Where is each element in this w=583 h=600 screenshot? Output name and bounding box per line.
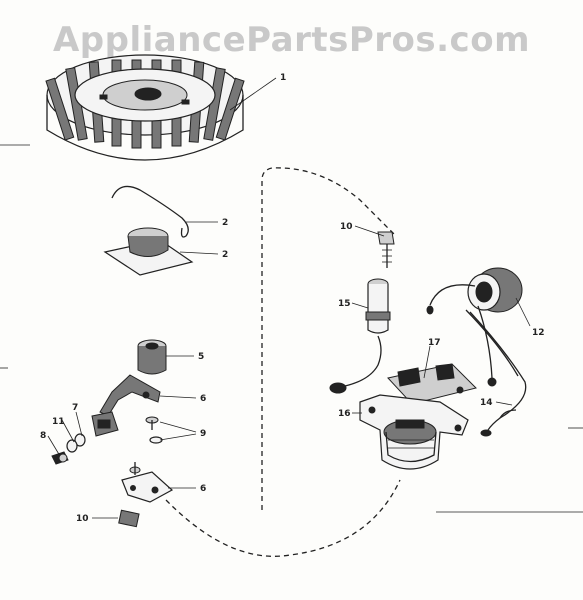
callout-17: 17 (428, 338, 441, 348)
callout-10-screw: 10 (340, 222, 353, 232)
ignition-coil-part (426, 267, 523, 387)
flywheel-part (45, 54, 245, 161)
callout-5: 5 (198, 352, 204, 362)
screw-part (51, 451, 69, 465)
callout-14: 14 (480, 398, 493, 408)
callout-labels: 1 2 2 5 6 6 7 8 9 10 10 11 12 14 15 16 1… (40, 73, 545, 524)
callout-11: 11 (52, 417, 65, 427)
coil-bracket-part (387, 363, 477, 405)
spring-clip-part (111, 185, 189, 238)
condenser-screw-part (377, 231, 395, 268)
assembly-boundary (165, 167, 401, 557)
callout-1: 1 (280, 73, 286, 83)
callout-9: 9 (200, 429, 206, 439)
leader-lines (47, 77, 531, 519)
callout-10-wick: 10 (76, 514, 89, 524)
callout-2-spring: 2 (222, 218, 228, 228)
callout-8: 8 (40, 431, 46, 441)
callout-2-cam: 2 (222, 250, 228, 260)
breaker-plate-part (121, 462, 174, 503)
callout-12: 12 (532, 328, 545, 338)
felt-wick-part (118, 509, 140, 528)
screws-part (145, 416, 163, 444)
watermark-text: AppliancePartsPros.com (52, 20, 530, 60)
callout-6-plate: 6 (200, 484, 206, 494)
contact-point-part (91, 411, 119, 437)
bushing-part (137, 339, 167, 375)
callout-7: 7 (72, 403, 78, 413)
callout-15: 15 (338, 299, 351, 309)
condenser-part (329, 278, 391, 394)
callout-16: 16 (338, 409, 351, 419)
leads-part (465, 309, 527, 437)
cam-hub-part (103, 227, 194, 276)
stator-base-part (359, 394, 469, 470)
washer-part (66, 433, 86, 453)
callout-6-arm: 6 (200, 394, 206, 404)
breaker-arm-part (99, 374, 161, 417)
